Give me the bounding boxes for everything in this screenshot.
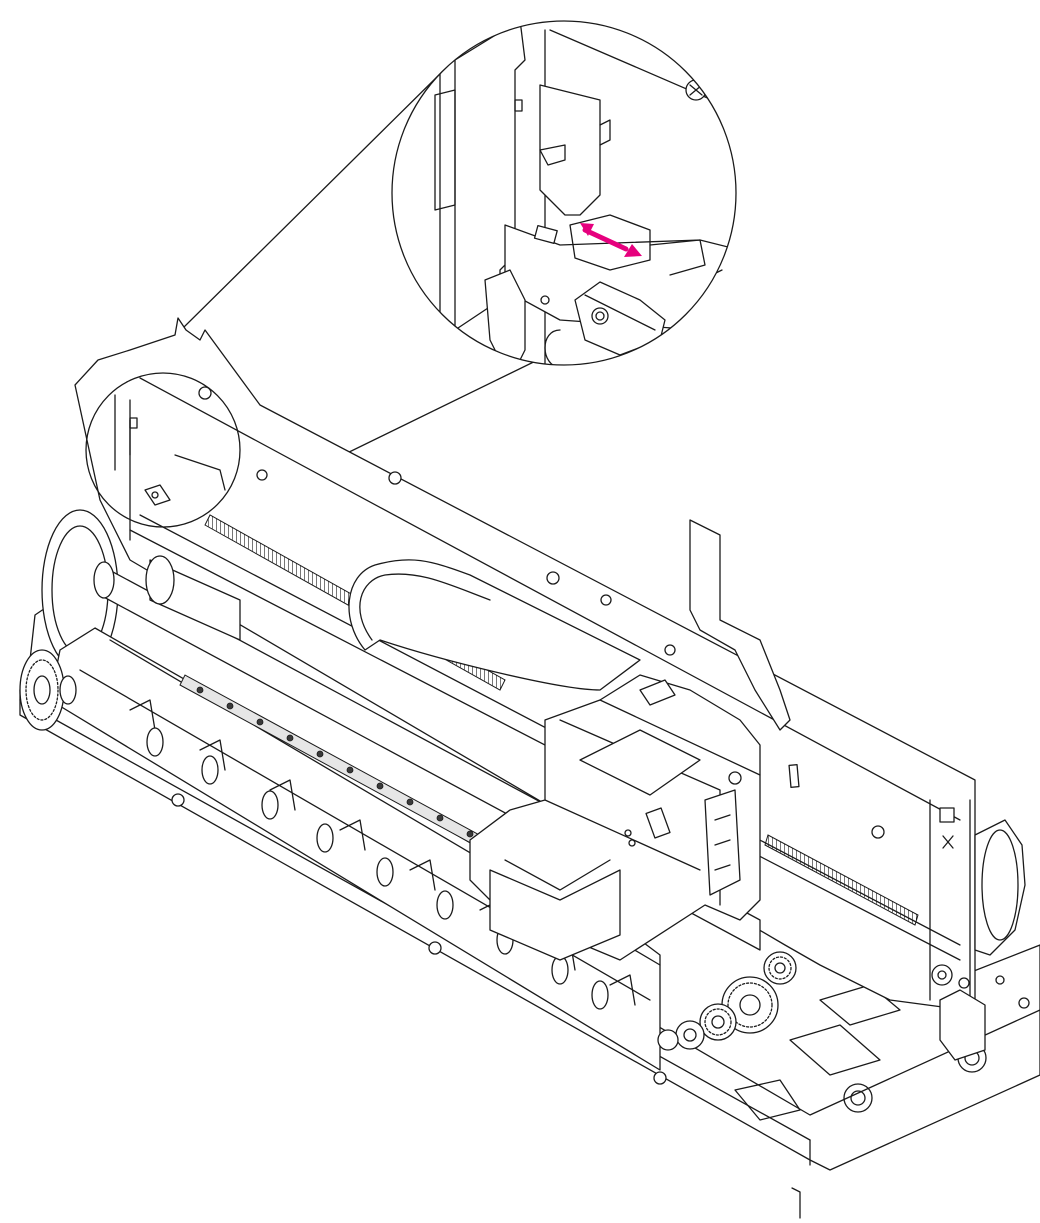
right-motor [974, 819, 1026, 956]
magnified-detail-circle [391, 20, 737, 366]
flat-cable [348, 519, 791, 731]
page-mark [791, 1187, 801, 1219]
release-direction-arrow [580, 223, 642, 257]
left-drive-gear [19, 649, 77, 731]
detail-circle-source [85, 372, 241, 528]
print-carriage [469, 674, 761, 961]
right-gear-train [657, 951, 986, 1061]
